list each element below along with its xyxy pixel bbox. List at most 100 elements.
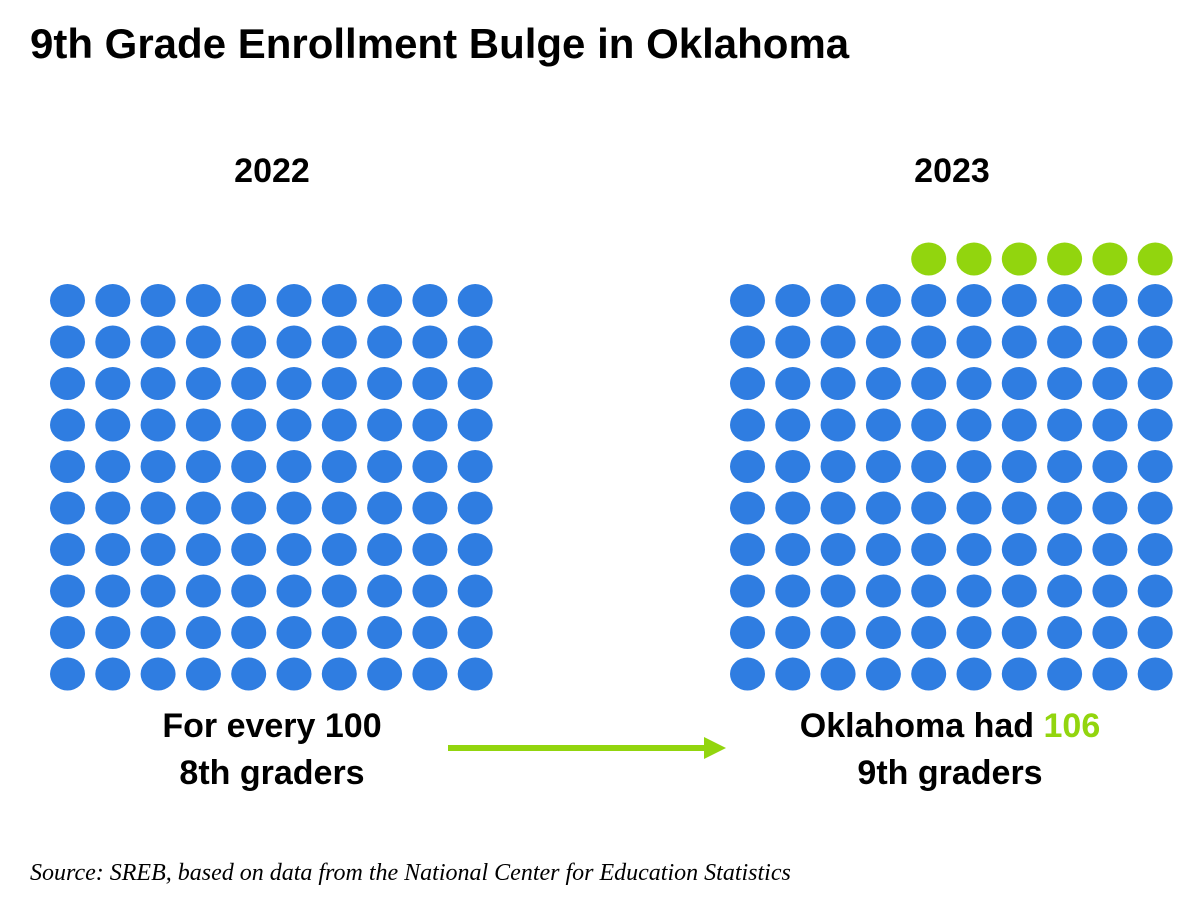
- caption-2023: Oklahoma had 106 9th graders: [690, 703, 1200, 797]
- dot-2023-65: [911, 533, 947, 566]
- dot-2022-43: [140, 450, 176, 483]
- dot-2023-32: [775, 408, 811, 442]
- dot-2023-2: [775, 284, 811, 317]
- dot-2022-3: [140, 284, 176, 317]
- dot-2023-80: [1137, 574, 1173, 608]
- dot-2023-8: [1047, 284, 1083, 317]
- dot-2023-55: [911, 491, 947, 525]
- dot-2023-62: [775, 533, 811, 566]
- dot-2023-79: [1092, 574, 1128, 608]
- dot-2023-30: [1137, 367, 1173, 400]
- dot-2023-87: [1001, 616, 1037, 649]
- dot-2023-56: [956, 491, 992, 525]
- dot-2022-24: [185, 367, 221, 400]
- dot-2023-27: [1001, 367, 1037, 400]
- dot-2023-42: [775, 450, 811, 483]
- dot-2022-84: [185, 616, 221, 649]
- dot-2022-39: [412, 408, 448, 442]
- dot-2023-73: [820, 574, 856, 608]
- caption-2023-line2: 9th graders: [857, 754, 1043, 792]
- dot-2022-45: [231, 450, 267, 483]
- dot-2023-94: [865, 657, 901, 691]
- dot-2023-36: [956, 408, 992, 442]
- dot-2023-41: [730, 450, 765, 483]
- dot-2022-20: [457, 325, 493, 359]
- dot-2022-59: [412, 491, 448, 525]
- arrow: [448, 737, 726, 759]
- dot-2022-96: [276, 657, 312, 691]
- dot-2022-18: [367, 325, 403, 359]
- caption-2023-line1: Oklahoma had 106: [690, 703, 1200, 750]
- dot-2023-45: [911, 450, 947, 483]
- dot-2023-98: [1047, 657, 1083, 691]
- dot-2023-82: [775, 616, 811, 649]
- dot-2022-51: [50, 491, 85, 525]
- dot-2023-24: [865, 367, 901, 400]
- dot-2023-88: [1047, 616, 1083, 649]
- extra-dot-2023-5: [1092, 242, 1128, 276]
- dot-2022-42: [95, 450, 131, 483]
- dot-2022-16: [276, 325, 312, 359]
- dot-2023-95: [911, 657, 947, 691]
- dot-2023-89: [1092, 616, 1128, 649]
- dot-2023-92: [775, 657, 811, 691]
- dot-2022-76: [276, 574, 312, 608]
- dot-2023-59: [1092, 491, 1128, 525]
- dot-2023-4: [865, 284, 901, 317]
- dot-2022-52: [95, 491, 131, 525]
- dot-2023-50: [1137, 450, 1173, 483]
- dot-2022-22: [95, 367, 131, 400]
- dot-2023-72: [775, 574, 811, 608]
- dot-2022-34: [185, 408, 221, 442]
- dot-2022-14: [185, 325, 221, 359]
- dot-2023-58: [1047, 491, 1083, 525]
- dot-2022-30: [457, 367, 493, 400]
- dot-2023-11: [730, 325, 765, 359]
- dot-2023-53: [820, 491, 856, 525]
- dot-2022-55: [231, 491, 267, 525]
- dot-2023-90: [1137, 616, 1173, 649]
- dot-2022-82: [95, 616, 131, 649]
- dot-2022-64: [185, 533, 221, 566]
- dot-2023-46: [956, 450, 992, 483]
- dot-2022-10: [457, 284, 493, 317]
- dot-2023-97: [1001, 657, 1037, 691]
- dot-2023-63: [820, 533, 856, 566]
- dot-2022-33: [140, 408, 176, 442]
- dot-2023-34: [865, 408, 901, 442]
- caption-2022-line2: 8th graders: [179, 754, 365, 792]
- dot-2022-57: [321, 491, 357, 525]
- dot-2022-97: [321, 657, 357, 691]
- dot-2023-100: [1137, 657, 1173, 691]
- dot-2022-27: [321, 367, 357, 400]
- dot-2022-56: [276, 491, 312, 525]
- dot-2022-54: [185, 491, 221, 525]
- dot-2022-100: [457, 657, 493, 691]
- dot-2023-61: [730, 533, 765, 566]
- dot-2022-75: [231, 574, 267, 608]
- dot-2022-19: [412, 325, 448, 359]
- dot-2023-60: [1137, 491, 1173, 525]
- extra-dot-2023-3: [1001, 242, 1037, 276]
- dot-2022-44: [185, 450, 221, 483]
- dot-2023-47: [1001, 450, 1037, 483]
- dot-2022-9: [412, 284, 448, 317]
- year-label-2023: 2023: [914, 152, 990, 190]
- dot-2023-57: [1001, 491, 1037, 525]
- dot-2023-51: [730, 491, 765, 525]
- dot-2022-94: [185, 657, 221, 691]
- dot-2023-16: [956, 325, 992, 359]
- dot-grid-2022: [50, 284, 493, 691]
- dot-2022-41: [50, 450, 85, 483]
- caption-2022: For every 100 8th graders: [12, 703, 532, 797]
- dot-2022-36: [276, 408, 312, 442]
- dot-2023-84: [865, 616, 901, 649]
- dot-2022-80: [457, 574, 493, 608]
- dot-2022-85: [231, 616, 267, 649]
- dot-2023-91: [730, 657, 765, 691]
- dot-2023-18: [1047, 325, 1083, 359]
- dot-2022-11: [50, 325, 85, 359]
- dot-2022-31: [50, 408, 85, 442]
- arrow-head: [704, 737, 726, 759]
